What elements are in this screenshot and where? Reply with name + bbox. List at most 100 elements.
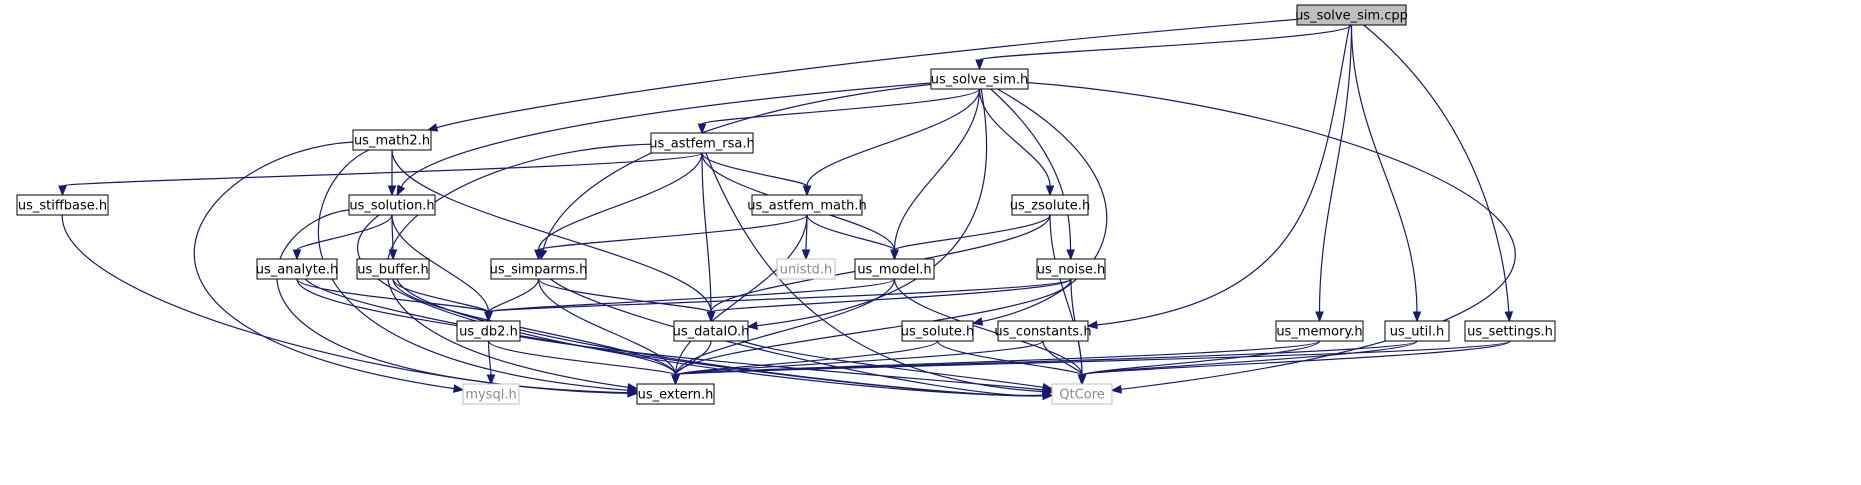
edge-us-solve-sim-cpp-to-us-math2: [426, 18, 1298, 132]
edge-line: [193, 141, 455, 390]
edge-line: [296, 278, 490, 313]
node-us-dataIO[interactable]: us_dataIO.h: [673, 320, 750, 342]
edge-us-astfem-rsa-to-us-stiffbase: [58, 152, 703, 197]
node-box: [636, 383, 715, 405]
node-box: [352, 129, 432, 151]
node-label: mysql.h: [465, 388, 516, 403]
node-us-util[interactable]: us_util.h: [1384, 320, 1450, 342]
edge-us-dataIO-to-QtCore: [741, 340, 1054, 392]
node-box: [1051, 383, 1113, 405]
node-us-solute[interactable]: us_solute.h: [901, 320, 975, 342]
edges-layer: [58, 18, 1516, 401]
arrowhead-icon: [802, 185, 812, 197]
node-label: us_math2.h: [354, 134, 430, 149]
node-us-extern[interactable]: us_extern.h: [636, 383, 715, 405]
edge-line: [391, 149, 712, 313]
edge-us-astfem-rsa-to-us-astfem-math: [701, 152, 812, 197]
edge-us-settings-to-QtCore: [1077, 340, 1511, 386]
node-box: [462, 383, 520, 405]
edge-line: [391, 214, 490, 313]
edge-us-solve-sim-to-us-model: [890, 88, 981, 261]
node-label: us_solve_sim.h: [931, 73, 1028, 88]
arrowhead-icon: [1504, 311, 1514, 323]
edge-us-simparms-to-us-extern: [537, 278, 680, 386]
arrowhead-icon: [58, 185, 67, 197]
edge-line: [893, 88, 981, 251]
node-box: [356, 258, 430, 280]
edge-us-solve-sim-cpp-to-us-memory: [1315, 24, 1353, 323]
node-box: [1296, 4, 1407, 26]
node-box: [901, 320, 974, 342]
node-us-db2[interactable]: us_db2.h: [456, 320, 521, 342]
edge-us-solve-sim-cpp-to-us-solve-sim: [975, 24, 1353, 71]
edge-line: [1318, 24, 1353, 313]
arrowhead-icon: [1315, 311, 1324, 323]
edge-us-solve-sim-to-us-simparms: [538, 83, 932, 261]
edge-line: [674, 340, 1044, 376]
arrowhead-icon: [534, 249, 543, 261]
node-us-astfem-rsa[interactable]: us_astfem_rsa.h: [649, 132, 755, 154]
node-us-zsolute[interactable]: us_zsolute.h: [1010, 194, 1090, 216]
arrowhead-icon: [1077, 374, 1087, 386]
node-box: [16, 194, 109, 216]
node-us-solution[interactable]: us_solution.h: [348, 194, 436, 216]
node-us-buffer[interactable]: us_buffer.h: [356, 258, 430, 280]
edge-line: [537, 278, 712, 313]
arrowhead-icon: [627, 388, 639, 398]
node-us-astfem-math[interactable]: us_astfem_math.h: [747, 194, 867, 216]
node-label: us_buffer.h: [357, 263, 428, 278]
node-label: QtCore: [1059, 388, 1104, 403]
arrowhead-icon: [396, 184, 406, 197]
node-label: us_simparms.h: [490, 263, 588, 278]
edge-line: [978, 88, 1051, 187]
edge-us-astfem-rsa-to-us-simparms: [534, 152, 703, 261]
edge-line: [756, 88, 988, 327]
node-box: [1464, 320, 1556, 342]
node-box: [751, 194, 863, 216]
node-us-solve-sim-cpp[interactable]: us_solve_sim.cpp: [1295, 4, 1408, 26]
edge-us-solve-sim-to-us-solute: [971, 88, 1108, 326]
node-us-simparms[interactable]: us_simparms.h: [490, 258, 588, 280]
edge-line: [1027, 82, 1516, 390]
arrowhead-icon: [890, 249, 899, 261]
arrowhead-icon: [388, 249, 398, 261]
edge-us-settings-to-us-extern: [671, 340, 1511, 386]
node-label: us_dataIO.h: [673, 325, 750, 340]
edge-us-db2-to-mysql: [486, 340, 496, 386]
node-us-solve-sim[interactable]: us_solve_sim.h: [930, 68, 1029, 90]
node-label: us_solute.h: [901, 325, 975, 340]
node-us-math2[interactable]: us_math2.h: [352, 129, 432, 151]
node-us-analyte[interactable]: us_analyte.h: [256, 258, 338, 280]
edge-us-db2-to-us-extern: [487, 340, 680, 386]
edge-line: [542, 83, 932, 251]
edge-line: [296, 214, 393, 251]
edge-line: [981, 88, 1108, 323]
node-label: us_zsolute.h: [1010, 199, 1090, 214]
arrowhead-icon: [975, 59, 984, 71]
node-label: us_analyte.h: [256, 263, 338, 278]
edge-line: [674, 278, 1072, 376]
edge-us-noise-to-us-dataIO: [706, 278, 1072, 323]
node-label: us_memory.h: [1276, 325, 1362, 340]
node-unistd: unistd.h: [776, 258, 836, 280]
edge-line: [61, 152, 703, 187]
node-us-model[interactable]: us_model.h: [854, 258, 935, 280]
node-us-stiffbase[interactable]: us_stiffbase.h: [16, 194, 109, 216]
node-us-constants[interactable]: us_constants.h: [994, 320, 1092, 342]
node-us-memory[interactable]: us_memory.h: [1275, 320, 1364, 342]
edge-line: [487, 340, 492, 376]
node-us-noise[interactable]: us_noise.h: [1036, 258, 1106, 280]
edge-us-solve-sim-to-us-astfem-rsa: [697, 88, 981, 135]
edge-us-solve-sim-to-us-dataIO: [746, 88, 988, 330]
node-box: [776, 258, 836, 280]
arrowhead-icon: [426, 123, 439, 132]
node-label: us_settings.h: [1467, 325, 1553, 340]
node-us-settings[interactable]: us_settings.h: [1464, 320, 1556, 342]
edge-line: [392, 278, 490, 313]
arrowhead-icon: [697, 123, 707, 135]
node-label: us_constants.h: [994, 325, 1091, 340]
node-box: [1384, 320, 1450, 342]
node-QtCore: QtCore: [1051, 383, 1113, 405]
edge-line: [806, 214, 896, 251]
edge-line: [1363, 24, 1510, 313]
